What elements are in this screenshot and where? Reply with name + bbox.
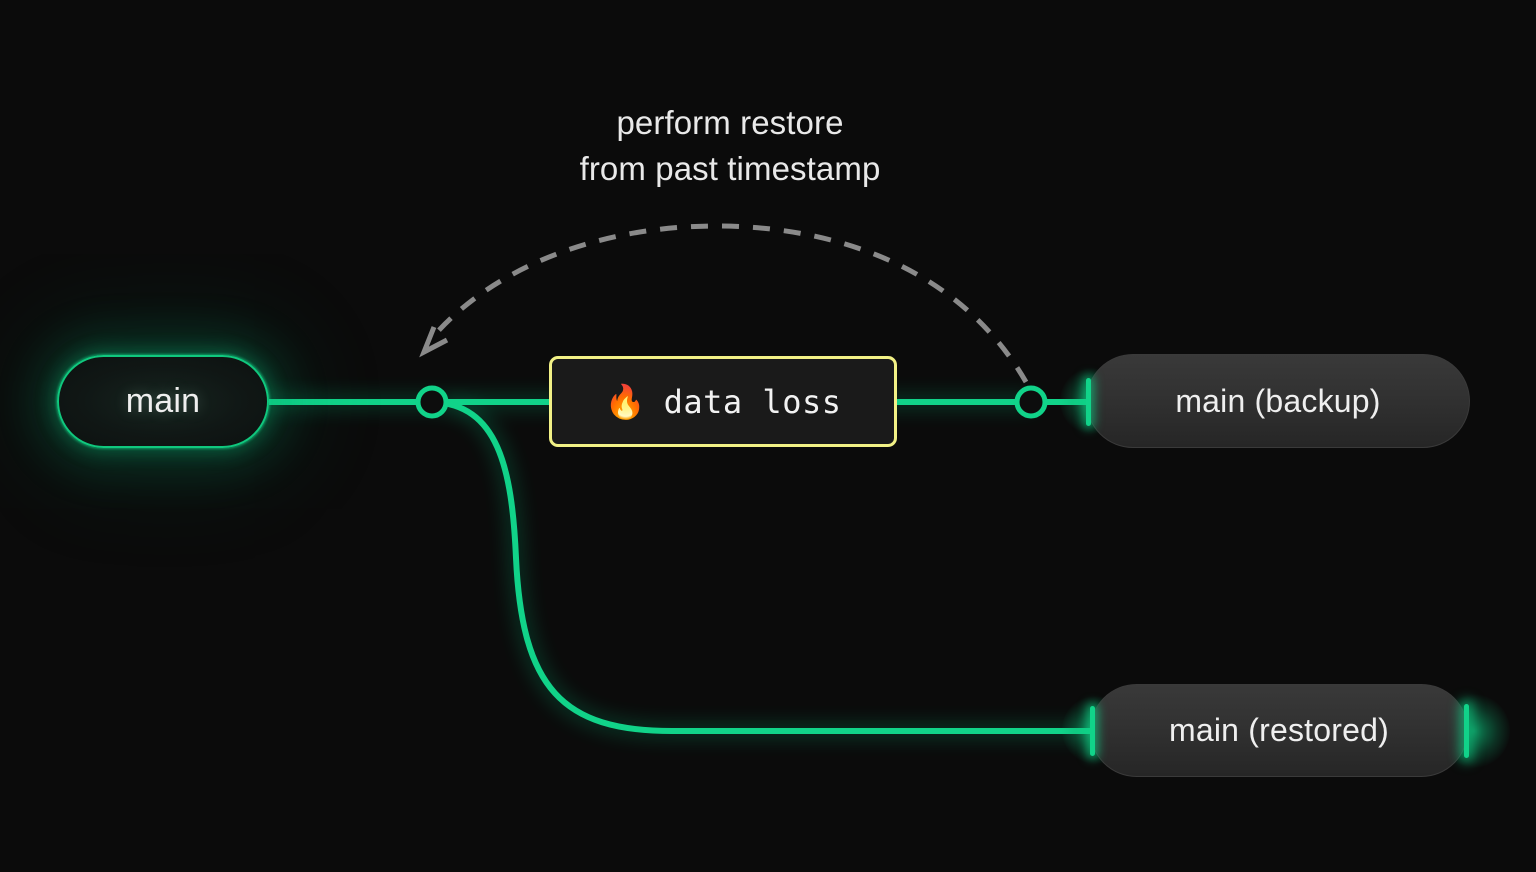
fire-icon: 🔥	[604, 383, 646, 420]
node-data-loss-label: data loss	[663, 382, 842, 421]
node-main-backup[interactable]: main (backup)	[1086, 354, 1470, 448]
branch-point-node[interactable]	[415, 385, 449, 419]
node-main-backup-label: main (backup)	[1175, 382, 1381, 419]
node-main-label: main	[125, 382, 201, 420]
node-main-restored[interactable]: main (restored)	[1090, 684, 1468, 777]
restore-arrowhead-icon	[419, 326, 449, 358]
backup-point-node[interactable]	[1014, 385, 1048, 419]
node-data-loss[interactable]: 🔥 data loss	[549, 356, 897, 447]
trunk-glow	[265, 398, 1094, 735]
link-branchpoint-to-restored	[429, 399, 1095, 734]
node-main[interactable]: main	[57, 355, 269, 448]
restore-caption: perform restore from past timestamp	[579, 104, 881, 187]
node-main-restored-label: main (restored)	[1169, 712, 1389, 748]
